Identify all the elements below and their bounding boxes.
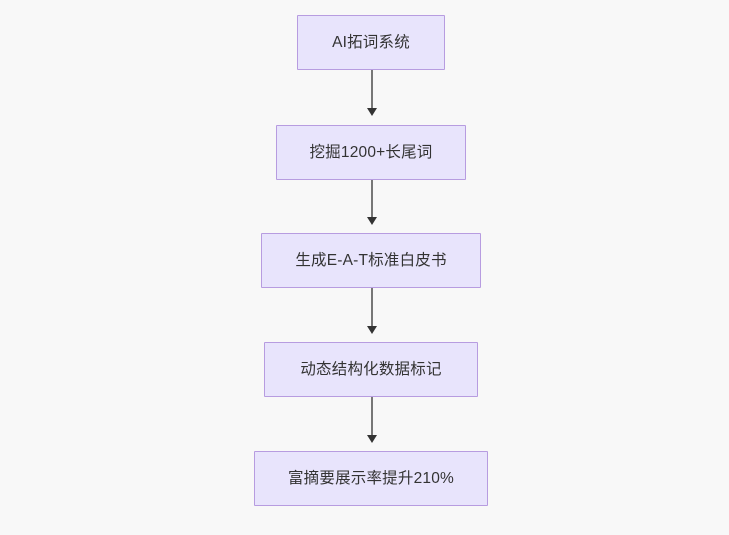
flow-edge-3-line xyxy=(371,288,373,326)
arrow-head-icon xyxy=(367,108,377,116)
flow-node-5-label: 富摘要展示率提升210% xyxy=(287,469,455,487)
arrow-head-icon xyxy=(367,217,377,225)
arrow-head-icon xyxy=(367,435,377,443)
flow-edge-3 xyxy=(367,288,377,334)
flow-node-1[interactable]: AI拓词系统 xyxy=(297,15,445,70)
flow-node-4[interactable]: 动态结构化数据标记 xyxy=(264,342,478,397)
flow-edge-4 xyxy=(367,397,377,443)
arrow-head-icon xyxy=(367,326,377,334)
flow-node-3[interactable]: 生成E-A-T标准白皮书 xyxy=(261,233,481,288)
flow-edge-2-line xyxy=(371,180,373,217)
flow-node-2[interactable]: 挖掘1200+长尾词 xyxy=(276,125,466,180)
flow-edge-4-line xyxy=(371,397,373,435)
flow-edge-1 xyxy=(367,70,377,116)
flow-node-5[interactable]: 富摘要展示率提升210% xyxy=(254,451,488,506)
flow-edge-2 xyxy=(367,180,377,225)
flow-node-3-label: 生成E-A-T标准白皮书 xyxy=(295,251,447,269)
flow-edge-1-line xyxy=(371,70,373,108)
flow-node-2-label: 挖掘1200+长尾词 xyxy=(309,143,433,161)
flow-node-1-label: AI拓词系统 xyxy=(332,33,410,51)
flow-node-4-label: 动态结构化数据标记 xyxy=(300,360,442,378)
